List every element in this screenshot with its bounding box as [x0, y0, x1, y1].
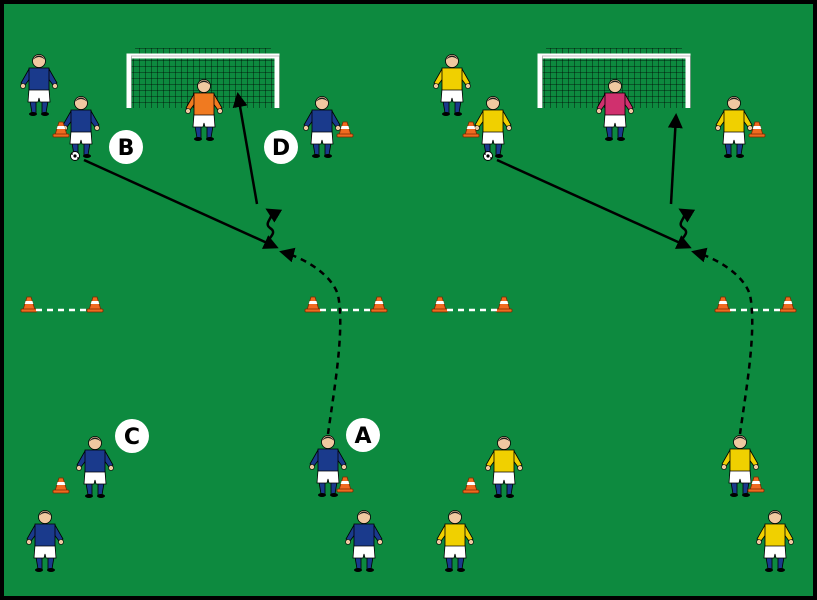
ball-icon: [483, 151, 493, 161]
dribble-arrow: [678, 208, 696, 247]
shot-arrow: [667, 113, 683, 205]
label-c: C: [115, 419, 149, 453]
svg-text:A: A: [354, 424, 371, 449]
svg-text:B: B: [118, 136, 135, 161]
dribble-arrow: [265, 208, 283, 247]
shot-arrow: [232, 92, 259, 205]
right-drill: [431, 48, 797, 573]
pass-arrow: [83, 158, 279, 249]
svg-text:C: C: [124, 425, 140, 450]
pitch-surface: [4, 4, 813, 596]
svg-text:D: D: [272, 136, 290, 161]
label-a: A: [346, 418, 380, 452]
left-drill: B D C A: [20, 48, 388, 573]
run-arrow: [279, 247, 342, 435]
ball-icon: [70, 151, 80, 161]
label-b: B: [109, 130, 143, 164]
label-d: D: [264, 130, 298, 164]
pass-arrow: [496, 158, 692, 249]
run-arrow: [691, 247, 754, 435]
